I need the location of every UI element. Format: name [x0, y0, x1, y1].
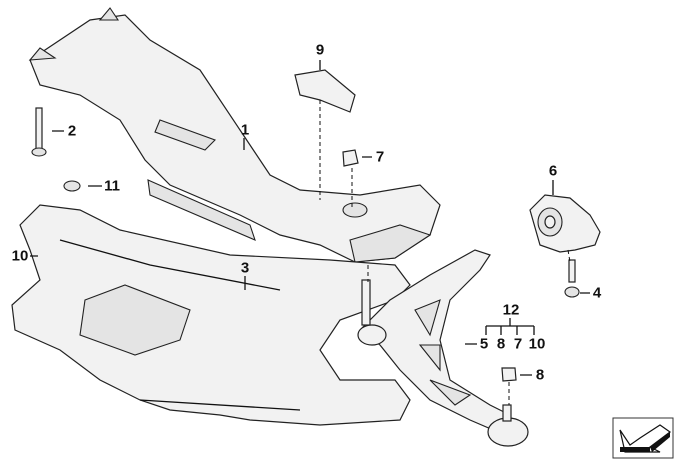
callout-5: 5	[479, 335, 489, 353]
callout-2: 2	[67, 122, 77, 140]
rubber-mount	[529, 194, 601, 253]
bolt	[564, 259, 580, 298]
arrow-down-left-icon[interactable]	[612, 417, 674, 459]
callout-8: 8	[535, 366, 545, 384]
leader-lines	[30, 60, 590, 405]
bracket	[294, 69, 356, 113]
control-arm	[357, 249, 529, 447]
front-axle-carrier	[28, 7, 441, 263]
nut	[342, 149, 359, 167]
nut	[501, 367, 517, 382]
callout-10: 10	[528, 335, 546, 353]
callout-12: 12	[502, 301, 520, 319]
callout-8: 8	[496, 335, 506, 353]
callout-3: 3	[240, 259, 250, 277]
callout-10: 10	[11, 247, 29, 265]
callout-9: 9	[315, 41, 325, 59]
callout-11: 11	[104, 177, 120, 195]
callout-7: 7	[375, 148, 385, 166]
callout-4: 4	[592, 284, 602, 302]
callout-6: 6	[548, 162, 558, 180]
callout-1: 1	[240, 121, 250, 139]
washer	[63, 180, 81, 192]
bolt	[31, 107, 47, 157]
callout-7: 7	[513, 335, 523, 353]
underbody-guard	[11, 204, 411, 426]
